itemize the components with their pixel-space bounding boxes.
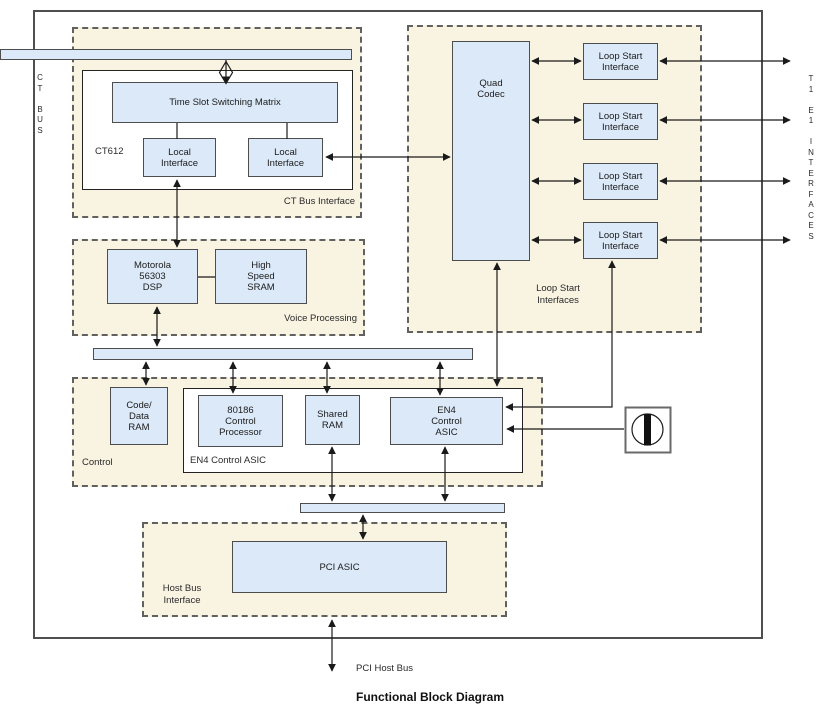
block-shared-ram: Shared RAM <box>305 395 360 445</box>
block-code-data-ram: Code/ Data RAM <box>110 387 168 445</box>
label-ct612: CT612 <box>95 146 124 157</box>
label-voice-processing: Voice Processing <box>284 313 357 324</box>
internal-bus-bar <box>93 348 473 360</box>
label-ct-bus-interface: CT Bus Interface <box>283 196 355 207</box>
block-pci-asic: PCI ASIC <box>232 541 447 593</box>
block-loop-start-interface-2: Loop Start Interface <box>583 103 658 140</box>
label-pci-host-bus: PCI Host Bus <box>356 663 414 674</box>
label-t1-e1-interfaces: T 1 E 1 I N T E R F A C E S <box>808 74 814 241</box>
label-control: Control <box>82 457 113 468</box>
block-loop-start-interface-4: Loop Start Interface <box>583 222 658 259</box>
block-loop-start-interface-3: Loop Start Interface <box>583 163 658 200</box>
label-loop-start-interfaces: Loop Start Interfaces <box>536 283 580 306</box>
label-en4-control-asic-group: EN4 Control ASIC <box>190 455 267 466</box>
block-loop-start-interface-1: Loop Start Interface <box>583 43 658 80</box>
diagram-title: Functional Block Diagram <box>355 690 505 704</box>
block-high-speed-sram: High Speed SRAM <box>215 249 307 304</box>
ct-bus-bar <box>0 49 352 60</box>
block-motorola-dsp: Motorola 56303 DSP <box>107 249 198 304</box>
block-local-interface-1: Local Interface <box>143 138 216 177</box>
label-ct-bus: C T B U S <box>37 73 43 135</box>
block-local-interface-2: Local Interface <box>248 138 323 177</box>
block-en4-control-asic: EN4 Control ASIC <box>390 397 503 445</box>
host-bus-bar <box>300 503 505 513</box>
block-quad-codec: Quad Codec <box>452 41 530 261</box>
block-time-slot-switching-matrix: Time Slot Switching Matrix <box>112 82 338 123</box>
label-host-bus-interface: Host Bus Interface <box>162 583 202 606</box>
block-80186-control-processor: 80186 Control Processor <box>198 395 283 447</box>
